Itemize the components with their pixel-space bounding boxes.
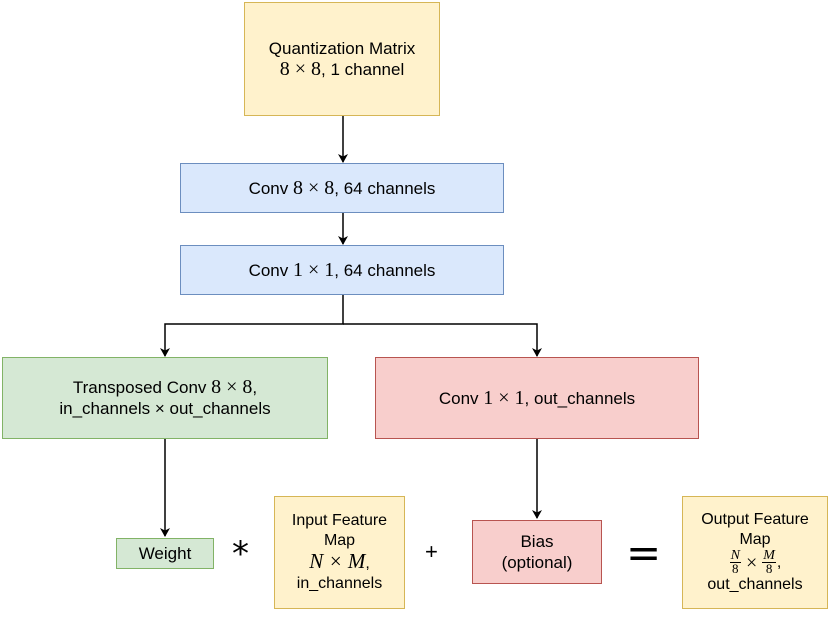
- input-feature-map-dims: N × M: [309, 549, 366, 573]
- weight-box: Weight: [116, 538, 214, 569]
- equals-operator: =: [626, 528, 662, 577]
- conv-1x1-out-channels: , out_channels: [524, 388, 636, 408]
- input-feature-map-comma: ,: [365, 555, 370, 572]
- input-feature-map-line1: Input Feature: [291, 512, 388, 529]
- conv-8x8-box: Conv 8 × 8, 64 channels: [180, 163, 504, 213]
- conv-1x1-dims: 1 × 1: [293, 258, 335, 281]
- output-feature-map-line2: Map: [739, 531, 771, 548]
- output-feature-map-line1: Output Feature: [701, 511, 809, 528]
- weight-label: Weight: [138, 544, 192, 563]
- transposed-conv-box: Transposed Conv 8 × 8, in_channels × out…: [2, 357, 328, 439]
- output-times-symbol: ×: [745, 551, 758, 574]
- input-feature-map-line2: Map: [323, 532, 356, 549]
- transposed-conv-channels: in_channels × out_channels: [59, 399, 271, 418]
- arrow-conv1-to-conv1-out: [343, 323, 542, 357]
- arrow-conv1-to-transposed: [160, 295, 344, 357]
- bias-label: Bias: [520, 532, 554, 551]
- conv-8x8-channels: , 64 channels: [334, 178, 436, 198]
- input-feature-map-box: Input Feature Map N × M, in_channels: [274, 496, 405, 609]
- conv-1x1-out-prefix: Conv: [438, 388, 484, 408]
- quantization-matrix-channels: , 1 channel: [321, 60, 405, 79]
- convolution-operator: *: [232, 534, 249, 574]
- transposed-conv-comma: ,: [252, 378, 258, 397]
- transposed-conv-prefix: Transposed Conv: [72, 378, 212, 397]
- quantization-matrix-dims: 8 × 8: [279, 58, 322, 80]
- conv-1x1-out-box: Conv 1 × 1, out_channels: [375, 357, 699, 439]
- plus-operator: +: [425, 539, 438, 564]
- bias-optional-label: (optional): [501, 553, 573, 572]
- input-feature-map-channels: in_channels: [296, 575, 383, 592]
- bias-box: Bias (optional): [472, 520, 602, 584]
- quantization-matrix-title: Quantization Matrix: [268, 39, 416, 58]
- conv-8x8-dims: 8 × 8: [293, 176, 335, 199]
- output-feature-map-channels: out_channels: [707, 576, 803, 593]
- quantization-matrix-box: Quantization Matrix 8 × 8, 1 channel: [244, 2, 440, 116]
- conv-1x1-channels: , 64 channels: [334, 260, 436, 280]
- conv-1x1-prefix: Conv: [248, 260, 293, 280]
- conv-1x1-box: Conv 1 × 1, 64 channels: [180, 245, 504, 295]
- output-comma: ,: [776, 553, 782, 571]
- conv-1x1-out-dims: 1 × 1: [483, 386, 525, 409]
- transposed-conv-dims: 8 × 8: [211, 376, 253, 398]
- conv-8x8-prefix: Conv: [248, 178, 293, 198]
